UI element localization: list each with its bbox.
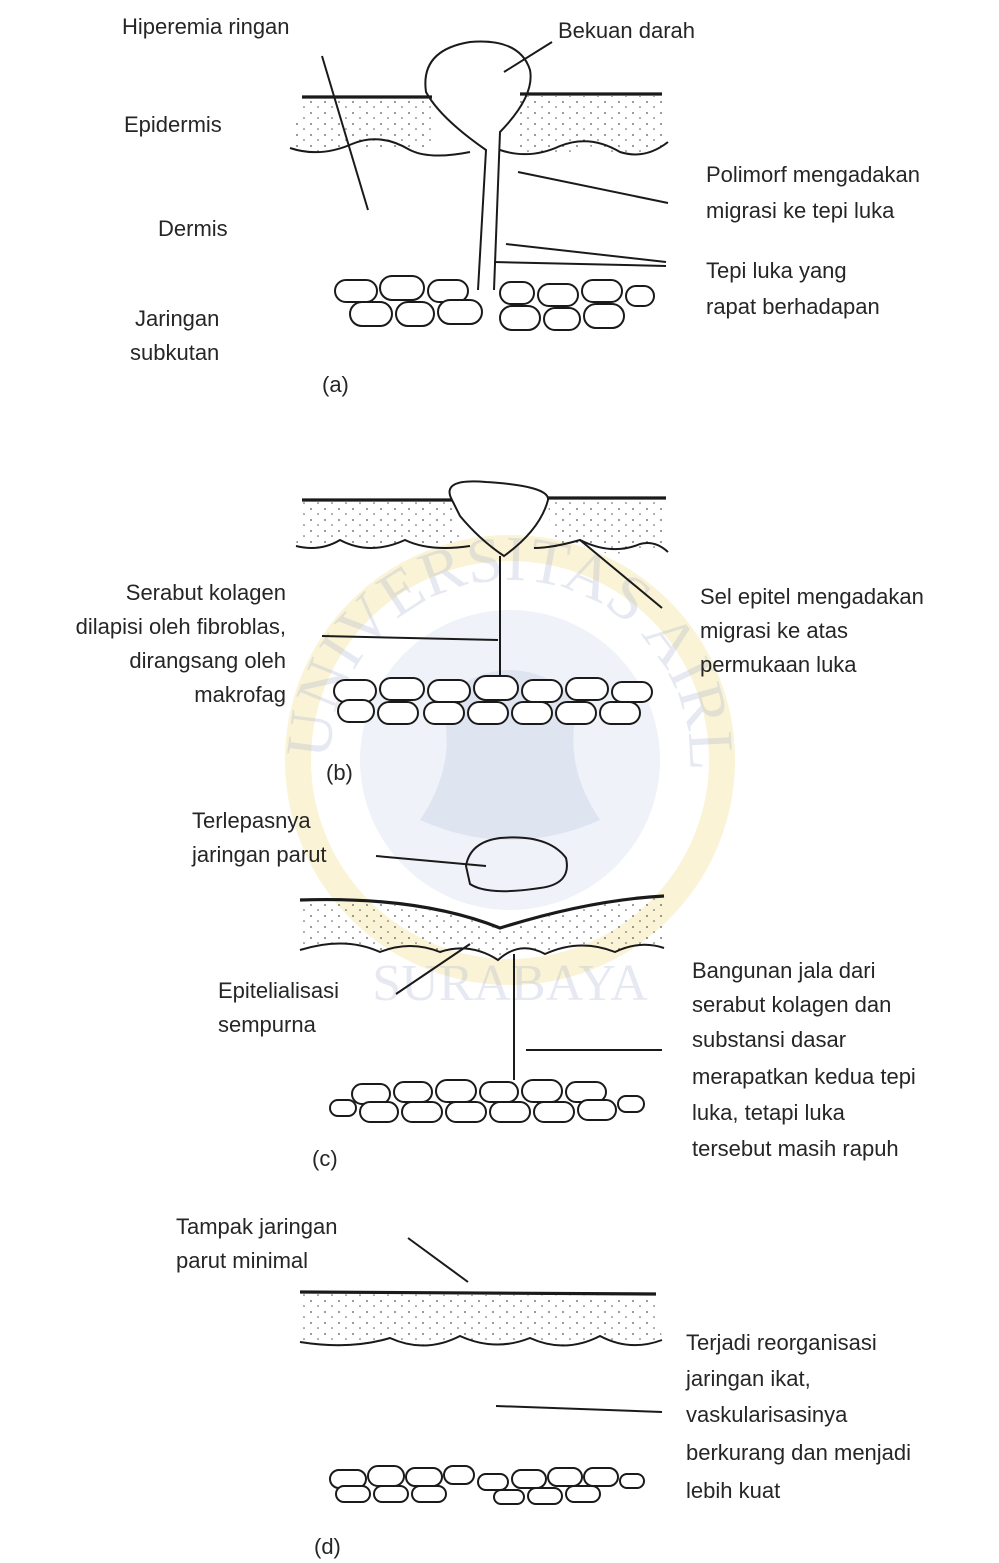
label-epitel-1: Epitelialisasi — [218, 978, 339, 1003]
label-bangunan-4: merapatkan kedua tepi — [692, 1064, 916, 1089]
caption-d: (d) — [314, 1534, 341, 1559]
label-bangunan-3: substansi dasar — [692, 1027, 846, 1052]
label-dermis: Dermis — [158, 216, 228, 241]
label-terlepas-1: Terlepasnya — [192, 808, 311, 833]
label-sel-2: migrasi ke atas — [700, 618, 848, 643]
caption-a: (a) — [322, 372, 349, 397]
epidermis-fill — [300, 1294, 662, 1346]
subcutaneous-tissue — [330, 1466, 644, 1504]
leader-tampak — [408, 1238, 468, 1282]
label-hiperemia: Hiperemia ringan — [122, 14, 290, 39]
panel-d: Tampak jaringan parut minimal Terjadi re… — [176, 1214, 911, 1559]
label-bekuan-darah: Bekuan darah — [558, 18, 695, 43]
label-tampak-2: parut minimal — [176, 1248, 308, 1273]
leader-tepi-2 — [494, 262, 666, 266]
label-terjadi-5: lebih kuat — [686, 1478, 780, 1503]
label-bangunan-1: Bangunan jala dari — [692, 958, 875, 983]
panel-a: Hiperemia ringan Bekuan darah Epidermis … — [122, 14, 920, 397]
leader-tepi-1 — [506, 244, 666, 262]
label-bangunan-6: tersebut masih rapuh — [692, 1136, 899, 1161]
label-sel-3: permukaan luka — [700, 652, 857, 677]
leader-terjadi — [496, 1406, 662, 1412]
label-terjadi-2: jaringan ikat, — [685, 1366, 811, 1391]
label-epitel-2: sempurna — [218, 1012, 317, 1037]
label-serabut-2: dilapisi oleh fibroblas, — [76, 614, 286, 639]
epidermis-surface — [302, 498, 666, 500]
label-terlepas-2: jaringan parut — [191, 842, 327, 867]
seal-bottom-text: SURABAYA — [372, 955, 648, 1012]
blood-clot — [425, 42, 530, 290]
label-serabut-1: Serabut kolagen — [126, 580, 286, 605]
caption-c: (c) — [312, 1146, 338, 1171]
label-serabut-4: makrofag — [194, 682, 286, 707]
caption-b: (b) — [326, 760, 353, 785]
label-polimorf-1: Polimorf mengadakan — [706, 162, 920, 187]
label-polimorf-2: migrasi ke tepi luka — [706, 198, 895, 223]
leader-polimorf — [518, 172, 668, 203]
label-epidermis: Epidermis — [124, 112, 222, 137]
label-bangunan-2: serabut kolagen dan — [692, 992, 891, 1017]
label-terjadi-4: berkurang dan menjadi — [686, 1440, 911, 1465]
label-bangunan-5: luka, tetapi luka — [692, 1100, 846, 1125]
subcutaneous-tissue — [330, 1080, 644, 1122]
label-tampak-1: Tampak jaringan — [176, 1214, 337, 1239]
label-tepi-1: Tepi luka yang — [706, 258, 847, 283]
label-subkutan-1: Jaringan — [135, 306, 219, 331]
label-terjadi-3: vaskularisasinya — [686, 1402, 848, 1427]
label-tepi-2: rapat berhadapan — [706, 294, 880, 319]
label-terjadi-1: Terjadi reorganisasi — [686, 1330, 877, 1355]
label-sel-1: Sel epitel mengadakan — [700, 584, 924, 609]
label-subkutan-2: subkutan — [130, 340, 219, 365]
epidermis-surface — [300, 1292, 656, 1294]
label-serabut-3: dirangsang oleh — [129, 648, 286, 673]
